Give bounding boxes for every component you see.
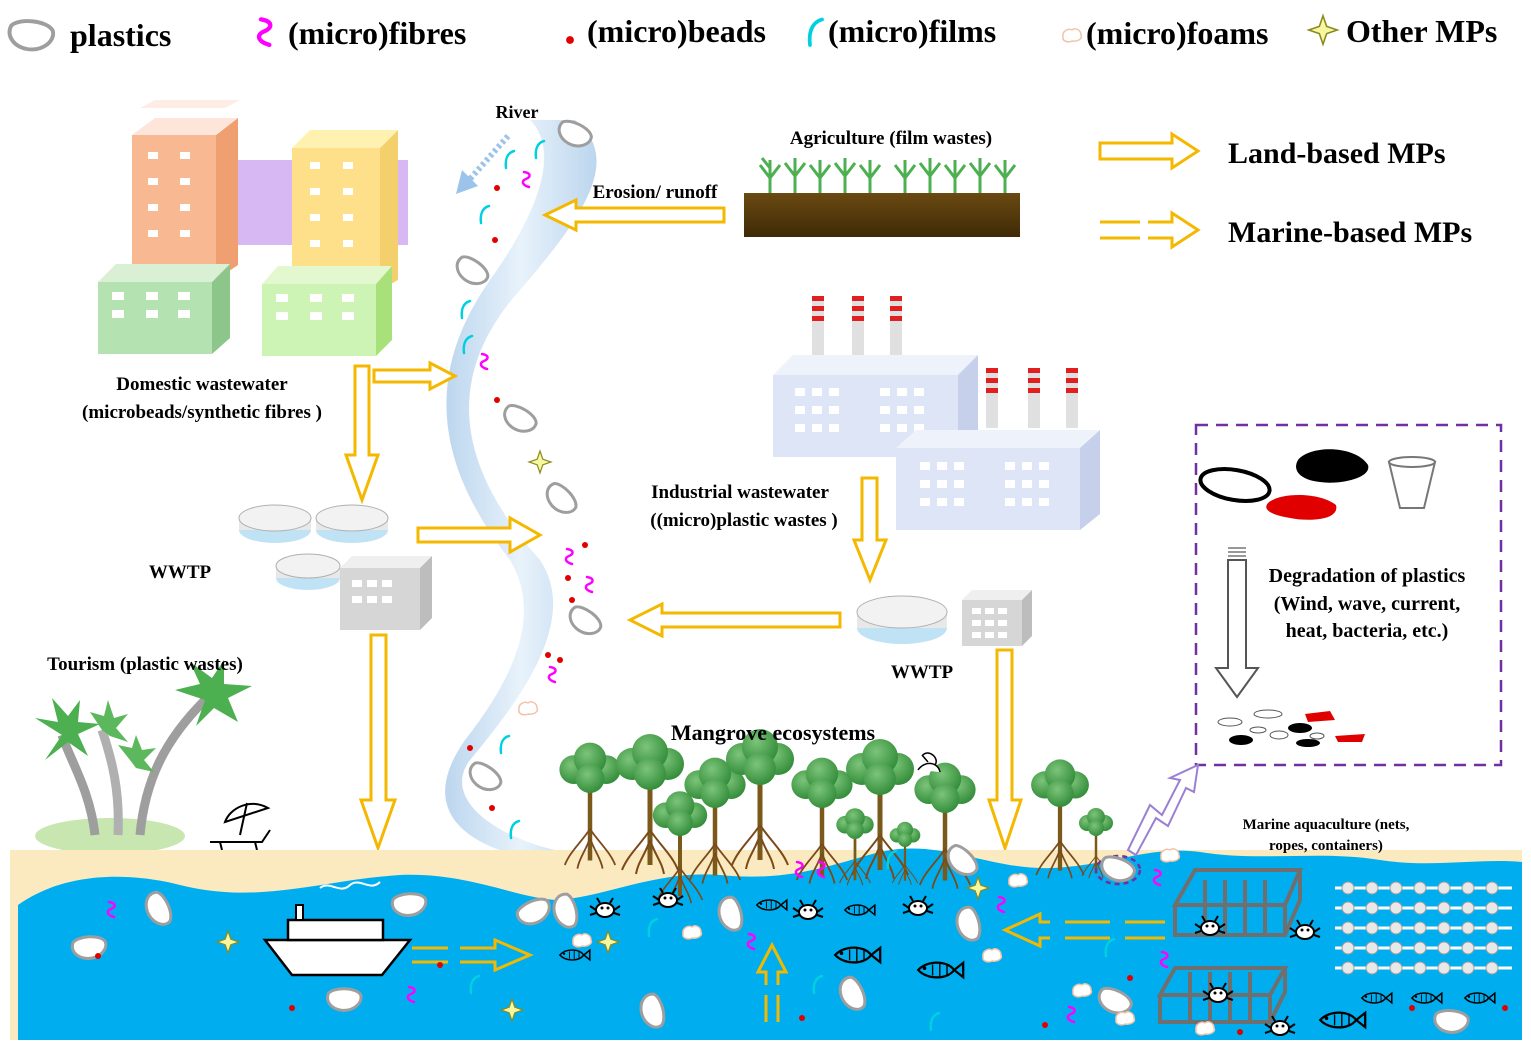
degradation-box <box>1194 423 1503 767</box>
domestic-label-2: (microbeads/synthetic fibres ) <box>82 402 322 423</box>
river-label: River <box>496 102 539 122</box>
river <box>445 120 597 852</box>
wwtp-left-label: WWTP <box>149 562 212 583</box>
sea <box>18 848 1522 1040</box>
marine-arrow-icon <box>1100 210 1201 250</box>
degradation-link-arrow <box>1126 763 1200 857</box>
legend-beads: (micro)beads <box>587 13 766 49</box>
marine-based-label: Marine-based MPs <box>1228 216 1472 249</box>
factories <box>773 296 1100 530</box>
bead-icon <box>566 36 574 44</box>
land-based-label: Land-based MPs <box>1228 137 1446 170</box>
land-arrow-icon <box>1098 131 1201 171</box>
legend-other: Other MPs <box>1346 13 1497 49</box>
plastic-highlight-circle <box>1094 854 1142 886</box>
tourism-island <box>35 660 271 854</box>
agriculture-field <box>744 157 1020 237</box>
aquaculture-cages <box>1156 868 1304 1024</box>
mangrove-trees <box>559 729 1115 903</box>
ship-icon <box>262 881 413 977</box>
marine-arrows <box>412 911 1165 1022</box>
domestic-label-1: Domestic wastewater <box>116 374 288 395</box>
erosion-label: Erosion/ runoff <box>593 182 718 203</box>
aquaculture-label-2: ropes, containers) <box>1269 838 1383 854</box>
aquaculture-label-1: Marine aquaculture (nets, <box>1243 817 1410 833</box>
legend-fibres: (micro)fibres <box>288 15 466 51</box>
tourism-label: Tourism (plastic wastes) <box>47 654 243 675</box>
wwtp-right-label: WWTP <box>891 662 954 683</box>
foam-icon <box>1062 28 1083 43</box>
degradation-label-1: Degradation of plastics <box>1269 565 1466 587</box>
degradation-label-3: heat, bacteria, etc.) <box>1286 620 1449 642</box>
city-buildings <box>98 100 408 356</box>
wwtp-left <box>238 504 432 630</box>
bird-icon <box>917 752 941 773</box>
agriculture-label: Agriculture (film wastes) <box>790 128 992 149</box>
wwtp-right <box>856 590 1032 646</box>
erosion-arrow <box>541 197 726 233</box>
fibre-icon <box>259 19 270 45</box>
plastic-icon <box>7 19 56 52</box>
legend: plastics (micro)fibres (micro)beads (mic… <box>7 13 1497 53</box>
degradation-label-2: (Wind, wave, current, <box>1274 593 1460 615</box>
industrial-label-1: Industrial wastewater <box>651 482 829 503</box>
arrow-legend: Land-based MPs Marine-based MPs <box>1098 131 1472 250</box>
industrial-label-2: ((micro)plastic wastes ) <box>650 510 838 531</box>
legend-foams: (micro)foams <box>1086 15 1268 51</box>
mangrove-label: Mangrove ecosystems <box>671 720 876 745</box>
legend-films: (micro)films <box>828 13 996 49</box>
film-icon <box>807 17 824 47</box>
legend-plastics: plastics <box>70 17 171 53</box>
star-icon <box>1307 14 1339 46</box>
aquaculture-ropes <box>1335 881 1512 975</box>
